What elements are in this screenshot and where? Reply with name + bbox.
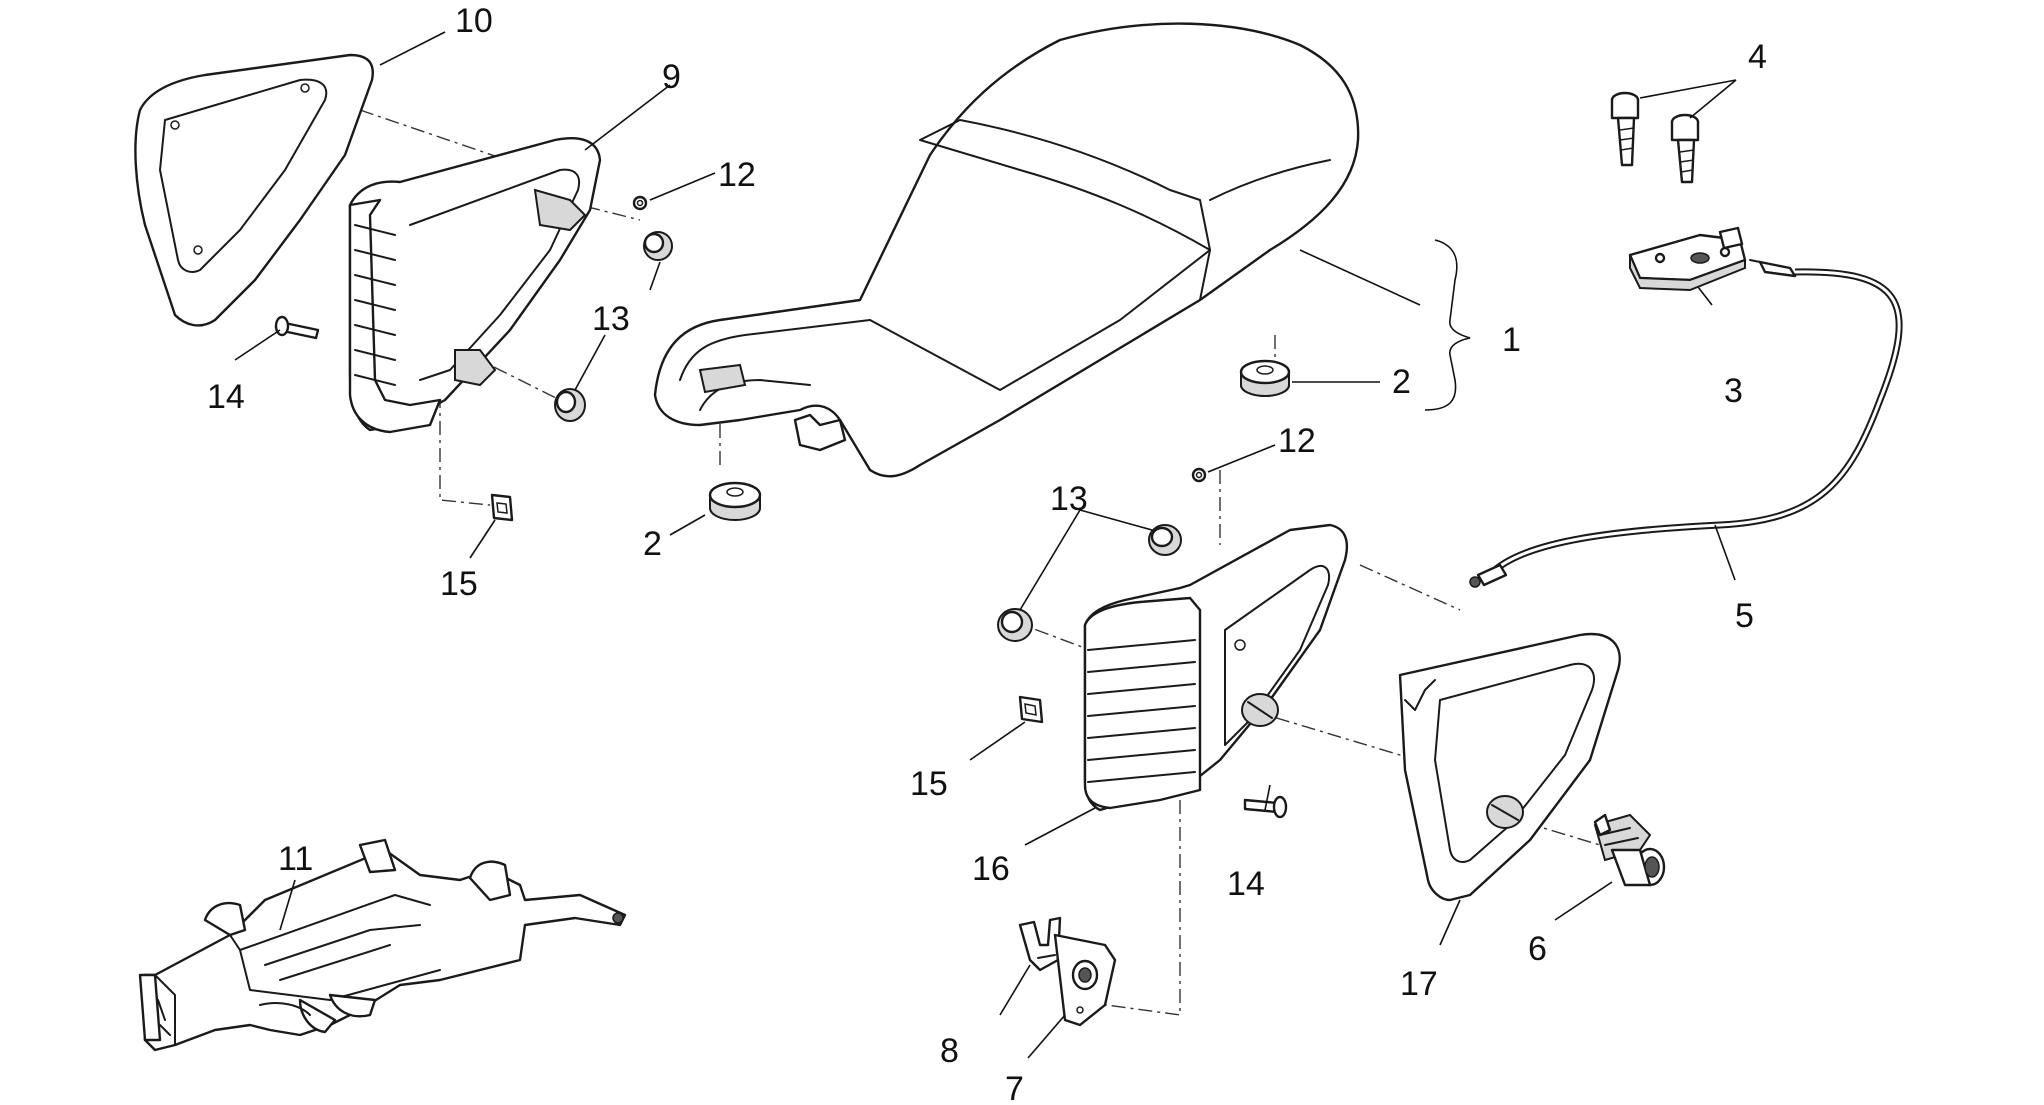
callout-8: 8 <box>940 1032 959 1070</box>
leader-lines <box>234 31 1737 1059</box>
callout-12-right: 12 <box>1278 422 1316 460</box>
callout-10: 10 <box>455 2 493 40</box>
part-13-grommets-right <box>997 524 1182 642</box>
part-2-rubber-buffer-front <box>708 481 762 521</box>
callout-15-right: 15 <box>910 765 948 803</box>
part-8-bracket <box>1018 916 1062 972</box>
part-11-battery-tray <box>138 838 627 1052</box>
part-17-right-side-cover <box>1398 632 1621 902</box>
callout-1: 1 <box>1502 321 1521 359</box>
callout-2-seat-buffer: 2 <box>1392 363 1411 401</box>
callout-4: 4 <box>1748 38 1767 76</box>
part-12-nut-right <box>1191 467 1207 483</box>
part-13-grommets-left <box>554 231 673 422</box>
callout-2-front-buffer: 2 <box>643 525 662 563</box>
part-15-clip-right <box>1018 695 1044 724</box>
callout-5: 5 <box>1735 597 1754 635</box>
part-9-left-side-panel <box>348 137 602 434</box>
callout-14-left: 14 <box>207 378 245 416</box>
callout-15-left: 15 <box>440 565 478 603</box>
part-2-rubber-buffer-seat <box>1239 359 1291 397</box>
callout-labels: 1 2 2 3 4 5 6 7 8 9 10 11 12 12 13 13 14… <box>207 2 1767 1105</box>
callout-17: 17 <box>1400 965 1438 1003</box>
callout-14-right: 14 <box>1227 865 1265 903</box>
callout-3: 3 <box>1724 372 1743 410</box>
part-14-screw-left <box>274 315 320 340</box>
part-7-plate <box>1053 933 1117 1027</box>
part-3-lock-plate <box>1628 226 1747 292</box>
callout-9: 9 <box>662 58 681 96</box>
part-15-clip-left <box>490 493 514 522</box>
part-16-right-side-panel <box>1083 523 1349 812</box>
callout-16: 16 <box>972 850 1010 888</box>
callout-13-left: 13 <box>592 300 630 338</box>
callout-13-right: 13 <box>1050 480 1088 518</box>
callout-7: 7 <box>1005 1070 1024 1105</box>
part-1-brace <box>1424 239 1471 411</box>
part-6-lock-barrel <box>1593 813 1666 887</box>
callout-11: 11 <box>278 840 313 878</box>
callout-6: 6 <box>1528 930 1547 968</box>
part-12-nut-left <box>632 195 648 211</box>
part-10-left-side-cover <box>134 53 374 327</box>
part-1-seat <box>653 22 1360 478</box>
part-5-seat-cable <box>1469 259 1903 588</box>
part-4-bolts <box>1610 91 1700 184</box>
callout-12-left: 12 <box>718 156 756 194</box>
